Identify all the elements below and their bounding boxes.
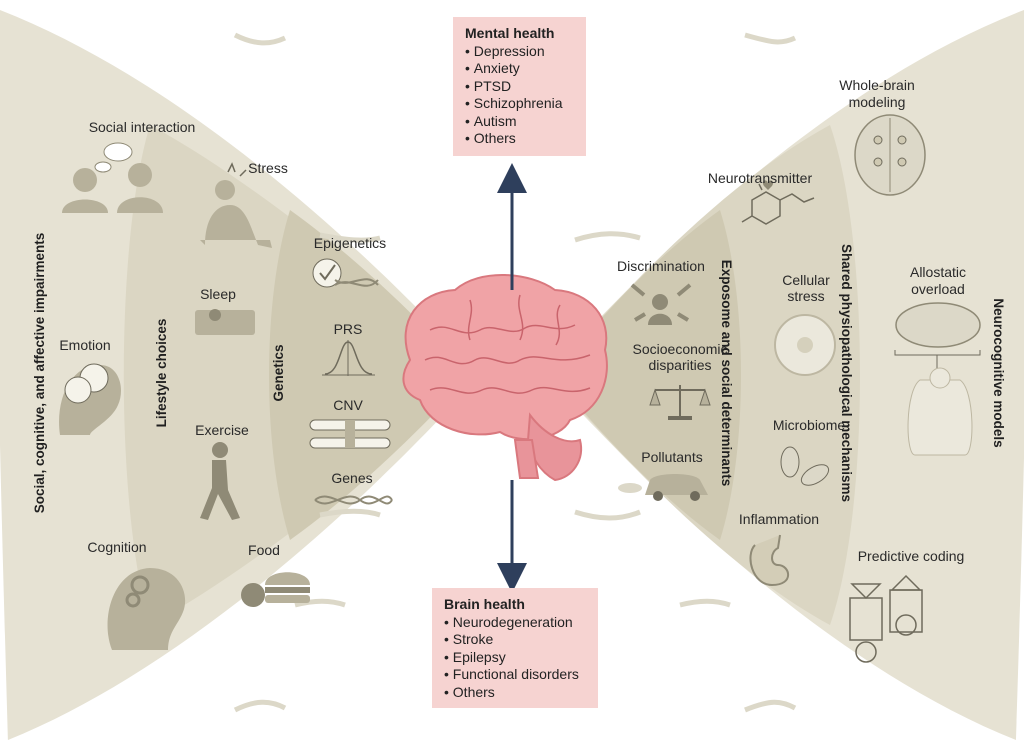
genes-icon bbox=[314, 495, 393, 505]
brain-health-title: Brain health bbox=[444, 596, 525, 612]
food-icon bbox=[241, 572, 310, 607]
list-item: Depression bbox=[465, 43, 574, 61]
label-stress: Stress bbox=[248, 160, 288, 176]
curved-arrows bbox=[233, 32, 797, 713]
title-social-cognitive-affective: Social, cognitive, and affective impairm… bbox=[32, 233, 47, 514]
list-item: PTSD bbox=[465, 78, 574, 96]
title-shared-mechanisms: Shared physiopathological mechanisms bbox=[839, 244, 854, 502]
title-lifestyle-choices: Lifestyle choices bbox=[154, 319, 169, 428]
sleep-icon bbox=[195, 309, 255, 335]
label-emotion: Emotion bbox=[59, 337, 110, 353]
label-inflammation: Inflammation bbox=[739, 511, 819, 527]
label-sleep: Sleep bbox=[200, 286, 236, 302]
epigenetics-icon bbox=[312, 258, 379, 288]
label-epigenetics: Epigenetics bbox=[314, 235, 386, 251]
inflammation-icon bbox=[749, 534, 790, 587]
label-social-interaction: Social interaction bbox=[89, 119, 196, 135]
label-cellular: Cellular bbox=[782, 272, 830, 288]
predictive-coding-icon bbox=[849, 574, 923, 663]
label-predictive-coding: Predictive coding bbox=[858, 548, 965, 564]
exercise-icon bbox=[200, 442, 240, 520]
list-item: Autism bbox=[465, 113, 574, 131]
brain-illustration bbox=[402, 273, 608, 482]
stress-icon bbox=[200, 162, 272, 248]
label-whole-brain: Whole-brain bbox=[839, 77, 914, 93]
label-overload: overload bbox=[911, 281, 965, 297]
mental-health-title: Mental health bbox=[465, 25, 555, 41]
label-exercise: Exercise bbox=[195, 422, 249, 438]
label-allostatic: Allostatic bbox=[910, 264, 966, 280]
brain-health-list: Neurodegeneration Stroke Epilepsy Functi… bbox=[444, 614, 586, 702]
mental-health-box: Mental health Depression Anxiety PTSD Sc… bbox=[453, 17, 586, 156]
allostatic-overload-icon bbox=[894, 302, 981, 456]
label-pollutants: Pollutants bbox=[641, 449, 702, 465]
label-prs: PRS bbox=[334, 321, 363, 337]
label-food: Food bbox=[248, 542, 280, 558]
microbiome-icon bbox=[780, 446, 830, 486]
cellular-stress-icon bbox=[774, 314, 836, 376]
mental-health-list: Depression Anxiety PTSD Schizophrenia Au… bbox=[465, 43, 574, 148]
label-discrimination: Discrimination bbox=[617, 258, 705, 274]
list-item: Others bbox=[444, 684, 586, 702]
title-genetics: Genetics bbox=[271, 344, 286, 401]
whole-brain-modeling-icon bbox=[854, 114, 926, 196]
title-exposome-social: Exposome and social determinants bbox=[719, 260, 734, 487]
neurotransmitter-icon bbox=[741, 180, 815, 225]
list-item: Functional disorders bbox=[444, 666, 586, 684]
list-item: Others bbox=[465, 130, 574, 148]
label-neurotransmitter: Neurotransmitter bbox=[708, 170, 813, 186]
cognition-icon bbox=[107, 568, 186, 650]
list-item: Neurodegeneration bbox=[444, 614, 586, 632]
discrimination-icon bbox=[630, 283, 692, 325]
label-socioeconomic: Socioeconomic bbox=[633, 341, 728, 357]
social-interaction-icon bbox=[62, 142, 163, 213]
socioeconomic-disparities-icon bbox=[649, 385, 711, 420]
list-item: Stroke bbox=[444, 631, 586, 649]
label-microbiome: Microbiome bbox=[773, 417, 846, 433]
label-genes: Genes bbox=[331, 470, 372, 486]
label-cognition: Cognition bbox=[87, 539, 146, 555]
label-disparities: disparities bbox=[648, 357, 711, 373]
right-inner-band bbox=[552, 210, 741, 540]
brain-health-box: Brain health Neurodegeneration Stroke Ep… bbox=[432, 588, 598, 708]
pollutants-icon bbox=[618, 474, 708, 501]
label-stress-cellular: stress bbox=[787, 288, 824, 304]
emotion-icon bbox=[59, 363, 121, 435]
list-item: Anxiety bbox=[465, 60, 574, 78]
cnv-icon bbox=[309, 419, 391, 449]
title-neurocognitive-models: Neurocognitive models bbox=[991, 298, 1006, 447]
label-cnv: CNV bbox=[333, 397, 363, 413]
prs-icon bbox=[322, 340, 375, 376]
label-modeling: modeling bbox=[849, 94, 906, 110]
list-item: Schizophrenia bbox=[465, 95, 574, 113]
list-item: Epilepsy bbox=[444, 649, 586, 667]
